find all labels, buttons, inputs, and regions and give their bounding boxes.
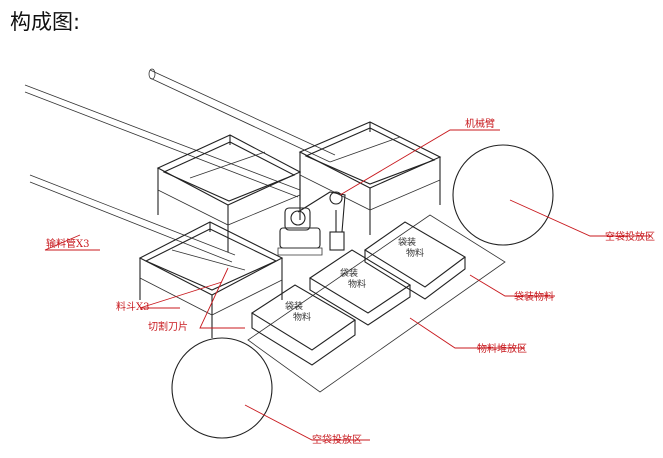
bag-label-line2: 物料 <box>406 247 424 259</box>
label-conveying-pipe: 输料管X3 <box>46 237 89 250</box>
label-bagged-material: 袋装物料 <box>514 290 554 303</box>
label-cutting-blade: 切割刀片 <box>148 320 188 333</box>
label-empty-bag-zone-right: 空袋投放区 <box>605 230 655 243</box>
empty-bag-zone-bottom <box>171 337 273 439</box>
bag-group <box>250 221 466 366</box>
label-empty-bag-zone-bottom: 空袋投放区 <box>312 433 362 446</box>
label-robot-arm: 机械臂 <box>465 117 495 130</box>
material-stacking-zone <box>247 214 506 393</box>
bag-label-line1: 袋装 <box>340 267 358 279</box>
hopper-1 <box>156 134 302 252</box>
bag-label-line2: 物料 <box>293 311 311 323</box>
robot-arm <box>277 191 346 256</box>
label-material-stacking-zone: 物料堆放区 <box>477 342 527 355</box>
label-hopper: 料斗X3 <box>116 300 149 313</box>
conveying-pipes <box>24 68 336 263</box>
hopper-3 <box>138 221 284 338</box>
bag-label-line2: 物料 <box>348 278 366 290</box>
empty-bag-zone-right <box>452 144 554 246</box>
callout-lines <box>44 129 650 441</box>
bag-label-line1: 袋装 <box>398 236 416 248</box>
bag-label-line1: 袋装 <box>285 300 303 312</box>
hopper-2 <box>298 121 442 235</box>
page-title: 构成图: <box>10 10 81 34</box>
